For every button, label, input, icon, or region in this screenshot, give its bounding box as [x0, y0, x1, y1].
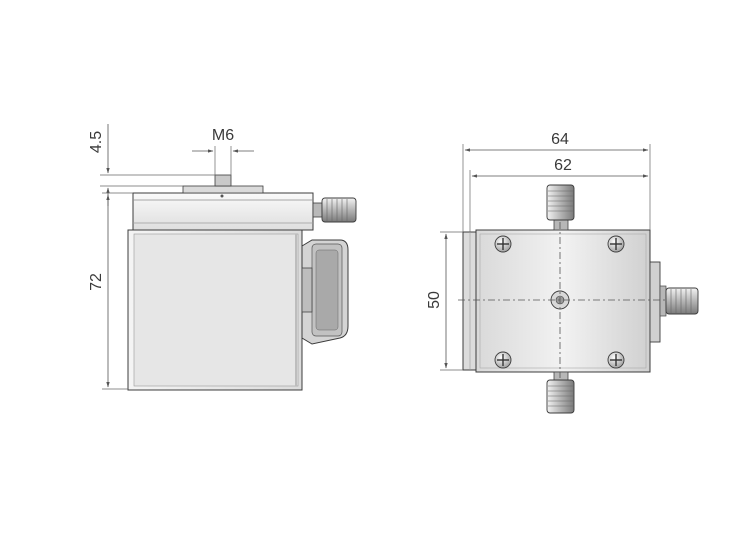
side-view-m6-post: [214, 174, 232, 187]
side-view-mount-boss: [182, 185, 264, 194]
dim-top-thickness: 4.5: [88, 131, 105, 153]
side-view-lower-block-face: [133, 233, 299, 387]
top-view-screw-bl: [494, 351, 512, 369]
side-view: M6 4.5 72: [88, 124, 357, 391]
top-view-screw-br: [607, 351, 625, 369]
dim-top-depth: 50: [426, 291, 443, 309]
top-view-knob-top: [546, 184, 575, 221]
side-view-knob-shaft: [312, 202, 323, 218]
top-view: 64 62 50: [426, 131, 699, 414]
side-view-upper-plate: [132, 192, 314, 231]
side-view-knob: [321, 197, 357, 223]
dim-top-inner-width: 62: [554, 157, 572, 174]
top-view-knob-bottom: [546, 379, 575, 414]
top-view-screw-tl: [494, 235, 512, 253]
top-view-screw-tr: [607, 235, 625, 253]
dim-thread-size: M6: [212, 127, 234, 144]
top-view-side-housing: [649, 261, 661, 343]
top-view-base-edge: [462, 231, 477, 371]
top-view-knob-right: [665, 287, 699, 315]
dim-side-height: 72: [88, 273, 105, 291]
dim-top-outer-width: 64: [551, 131, 569, 148]
